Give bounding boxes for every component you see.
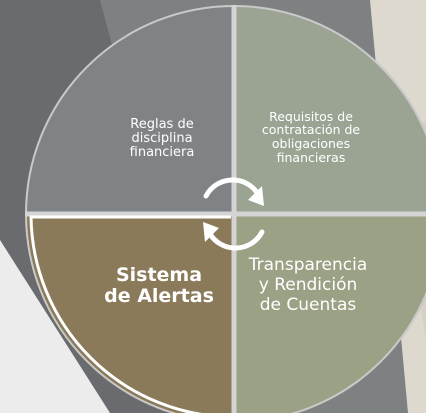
cycle-arrows-icon — [203, 177, 265, 251]
quadrant-label-disciplina: Reglas de disciplina financiera — [129, 116, 195, 161]
bg-light-wedge — [0, 240, 110, 413]
highlight-border — [29, 215, 231, 413]
quadrant-label-contratacion: Requisitos de contratación de obligacion… — [261, 108, 361, 165]
quadrant-label-alertas: Sistema de Alertas — [104, 263, 214, 307]
quadrant-label-transparencia: Transparencia y Rendición de Cuentas — [248, 254, 368, 316]
